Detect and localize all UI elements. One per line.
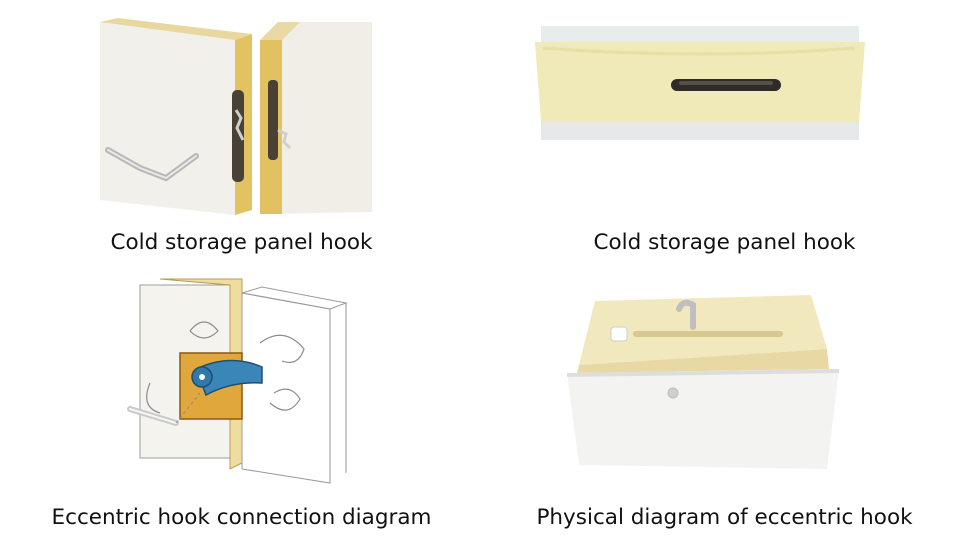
caption-top-left: Cold storage panel hook <box>110 230 373 255</box>
panel-hook-photo-2 <box>535 26 865 140</box>
eccentric-hook-photo <box>567 295 839 469</box>
eccentric-hook-diagram <box>127 278 348 484</box>
caption-top-right: Cold storage panel hook <box>593 230 856 255</box>
panel-hook-photo-1-cell: Cold storage panel hook <box>0 0 483 273</box>
caption-bottom-right: Physical diagram of eccentric hook <box>536 505 913 530</box>
eccentric-hook-diagram-cell: Eccentric hook connection diagram <box>0 273 483 546</box>
panel-hook-photo-2-cell: Cold storage panel hook <box>483 0 966 273</box>
caption-bottom-left: Eccentric hook connection diagram <box>51 505 432 530</box>
eccentric-hook-photo-cell: Physical diagram of eccentric hook <box>483 273 966 546</box>
panel-hook-photo-1 <box>100 18 372 215</box>
